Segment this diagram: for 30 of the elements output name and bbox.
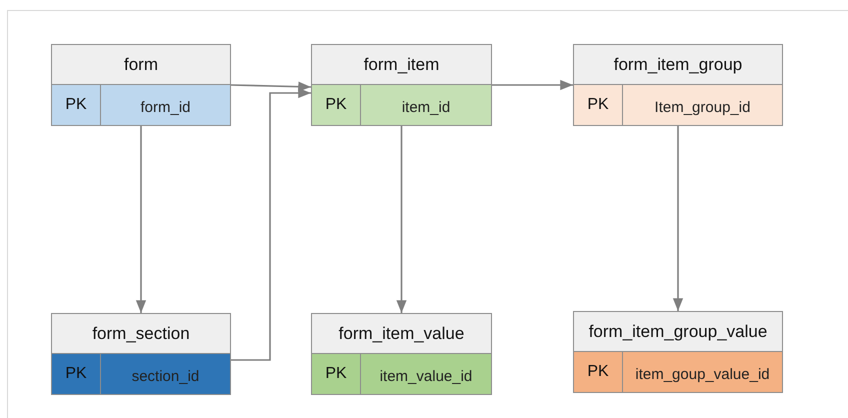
key-type: PK	[574, 85, 623, 125]
table-box	[573, 44, 783, 126]
key-type: PK	[574, 352, 623, 392]
field-name: form_id	[139, 98, 192, 118]
field-name: item_id	[400, 98, 452, 118]
arrow	[396, 126, 407, 313]
field-name: section_id	[130, 366, 200, 386]
table-name: form	[52, 45, 230, 85]
key-type: PK	[312, 354, 361, 394]
table-name: form_item_group	[574, 45, 782, 85]
arrow	[230, 82, 312, 92]
arrow	[492, 80, 573, 90]
table-box	[573, 311, 783, 393]
arrow	[231, 88, 311, 361]
field-name: item_value_id	[378, 366, 474, 386]
key-type: PK	[52, 85, 101, 125]
field-name: item_goup_value_id	[634, 364, 771, 384]
table-name: form_item	[312, 45, 491, 85]
field-name: Item_group_id	[654, 98, 752, 118]
arrow	[136, 126, 146, 313]
arrow	[672, 126, 684, 311]
table-name: form_item_group_value	[574, 312, 782, 352]
key-type: PK	[52, 354, 101, 394]
table-name: form_section	[52, 314, 230, 354]
table-box	[311, 313, 492, 395]
key-type: PK	[312, 85, 361, 125]
table-box	[51, 44, 231, 126]
table-name: form_item_value	[312, 314, 491, 354]
table-box	[311, 44, 492, 126]
table-box	[51, 313, 231, 395]
